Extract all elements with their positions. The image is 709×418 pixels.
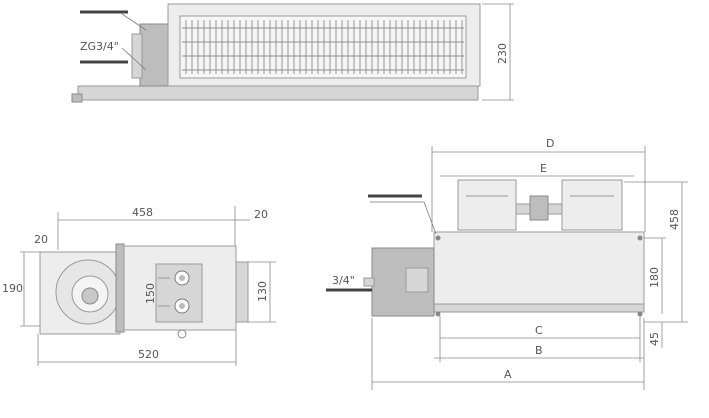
top-base-foot xyxy=(71,93,83,103)
front-height-total-label: 458 xyxy=(668,209,681,230)
top-grill-frame xyxy=(179,15,467,79)
front-unit-body xyxy=(433,231,645,311)
side-panel-edge xyxy=(115,243,125,333)
front-screw-br xyxy=(637,311,643,317)
front-label-d: D xyxy=(546,137,554,150)
front-pipe-stub xyxy=(363,277,375,287)
top-pipe-label: ZG3/4" xyxy=(80,40,119,53)
side-view: 458 20 20 150 190 130 xyxy=(2,206,276,366)
top-view: ZG3/4" 230 xyxy=(71,3,514,103)
side-right-flange xyxy=(235,261,249,323)
top-motor-housing xyxy=(139,23,169,87)
side-total-width-label: 520 xyxy=(138,348,159,361)
side-height-left-label: 190 xyxy=(2,282,23,295)
front-height-base-label: 45 xyxy=(648,332,661,346)
front-label-c: C xyxy=(535,324,543,337)
top-leader-lower xyxy=(121,47,147,71)
top-grill xyxy=(182,20,464,74)
front-view: D E 3/4" 458 180 45 xyxy=(326,137,688,390)
front-label-a: A xyxy=(504,368,512,381)
side-offset-left-label: 20 xyxy=(34,233,48,246)
top-base-plate xyxy=(77,85,479,101)
front-coil-connector xyxy=(405,267,429,293)
side-valve-upper-core xyxy=(179,275,185,281)
side-drain xyxy=(177,329,187,339)
front-screw-bl xyxy=(435,311,441,317)
front-motor xyxy=(529,195,549,221)
side-valve-lower-core xyxy=(179,303,185,309)
front-screw-tl xyxy=(435,235,441,241)
front-fan-left xyxy=(457,179,517,231)
side-valve-spacing-label: 150 xyxy=(144,283,157,304)
front-pipe-leader-diag xyxy=(423,201,437,235)
front-fan-right xyxy=(561,179,623,231)
top-pipe-stub xyxy=(131,33,143,79)
front-drain-pan xyxy=(433,303,645,313)
side-offset-right-label: 20 xyxy=(254,208,268,221)
side-width-total-label: 458 xyxy=(132,206,153,219)
front-pipe-label: 3/4" xyxy=(332,274,355,287)
front-height-body-label: 180 xyxy=(648,267,661,288)
side-height-right-label: 130 xyxy=(256,281,269,302)
side-fan-axle xyxy=(81,287,99,305)
front-label-e: E xyxy=(540,162,547,175)
top-leader-upper xyxy=(121,13,147,31)
top-height-label: 230 xyxy=(496,43,509,64)
front-screw-tr xyxy=(637,235,643,241)
front-label-b: B xyxy=(535,344,543,357)
